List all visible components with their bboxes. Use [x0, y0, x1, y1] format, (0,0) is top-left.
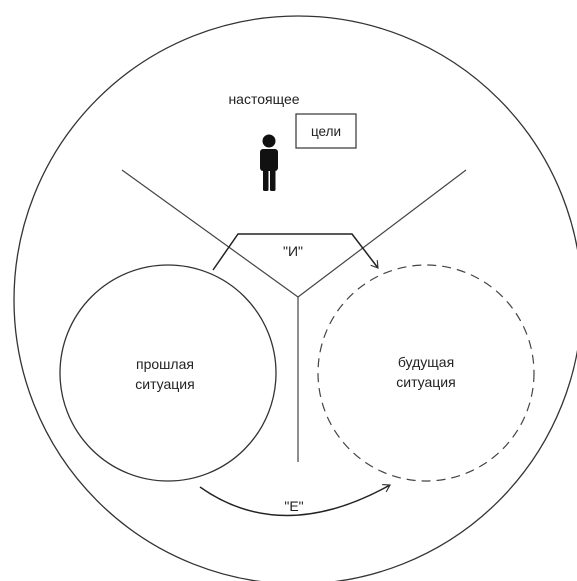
future-situation-label-line1: будущая: [398, 354, 454, 370]
bottom-arc-arrow: [199, 484, 391, 517]
top-arc-label: "И": [283, 243, 303, 259]
divider-right: [297, 169, 467, 298]
past-situation-label-line2: ситуация: [135, 376, 194, 392]
future-situation-label-line2: ситуация: [396, 374, 455, 390]
present-label: настоящее: [228, 91, 299, 107]
outer-circle: [13, 15, 577, 581]
goals-label: цели: [311, 124, 341, 139]
past-situation-label-line1: прошлая: [136, 356, 194, 372]
bottom-arc-label: "Е": [284, 498, 303, 514]
divider-left: [121, 169, 299, 298]
goals-box: [295, 113, 357, 149]
future-situation-circle: [317, 264, 535, 482]
person-icon: [260, 134, 278, 191]
top-arc-arrow: [212, 233, 379, 271]
past-situation-circle: [59, 264, 277, 482]
